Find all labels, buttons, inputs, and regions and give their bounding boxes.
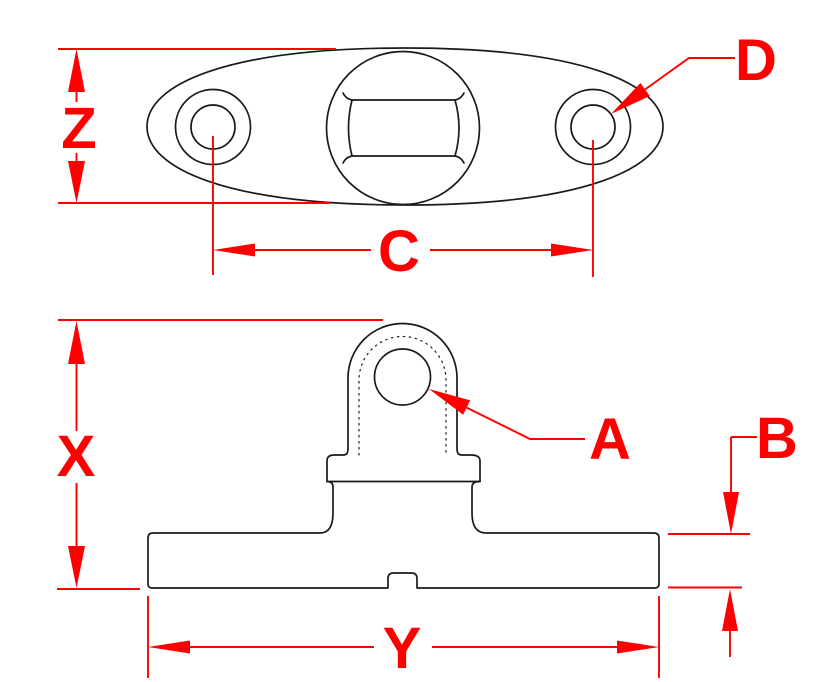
top-view-dimension-marks: Z C D (61, 28, 777, 284)
a-leader-line (466, 406, 585, 440)
base-oval-outline (146, 47, 664, 206)
top-view-dimensions: Z C D (58, 28, 777, 284)
y-arrow-left (148, 640, 190, 654)
c-arrow-left (213, 243, 255, 257)
dimension-label-b: B (756, 406, 798, 471)
b-arrow-down (723, 492, 739, 534)
socket-corner-tick-top-left (342, 92, 353, 101)
z-arrow-up (68, 49, 85, 92)
center-boss-circle (325, 50, 481, 206)
lug-hidden-contour (358, 335, 447, 456)
x-arrow-down (68, 546, 85, 588)
dimension-label-d: D (735, 28, 777, 93)
side-view-dimension-marks: X Y A B (57, 321, 798, 681)
socket-left-arc (347, 99, 353, 157)
dimension-label-z: Z (61, 96, 96, 161)
side-view-part-lines (147, 322, 660, 589)
socket-corner-tick-top-right (454, 92, 465, 101)
a-arrowhead (429, 389, 471, 415)
dimension-label-a: A (589, 407, 631, 472)
b-arrow-up (722, 589, 738, 631)
c-arrow-right (551, 243, 593, 257)
d-leader-line (644, 57, 735, 91)
dimension-label-c: C (378, 219, 420, 284)
x-arrow-up (68, 321, 85, 364)
side-view: X Y A B (57, 319, 798, 681)
top-view: Z C D (58, 28, 777, 284)
lug-hole (373, 348, 432, 406)
y-arrow-right (617, 640, 659, 654)
top-view-part-lines (146, 47, 664, 206)
socket-corner-tick-bottom-left (342, 155, 353, 164)
side-silhouette-outline (147, 322, 660, 589)
d-arrowhead (611, 83, 650, 114)
dimension-label-y: Y (383, 616, 422, 681)
z-arrow-down (68, 161, 85, 203)
dimension-label-x: X (57, 424, 96, 489)
side-view-dimensions: X Y A B (57, 319, 798, 681)
socket-right-arc (454, 99, 460, 157)
socket-corner-tick-bottom-right (454, 155, 465, 164)
